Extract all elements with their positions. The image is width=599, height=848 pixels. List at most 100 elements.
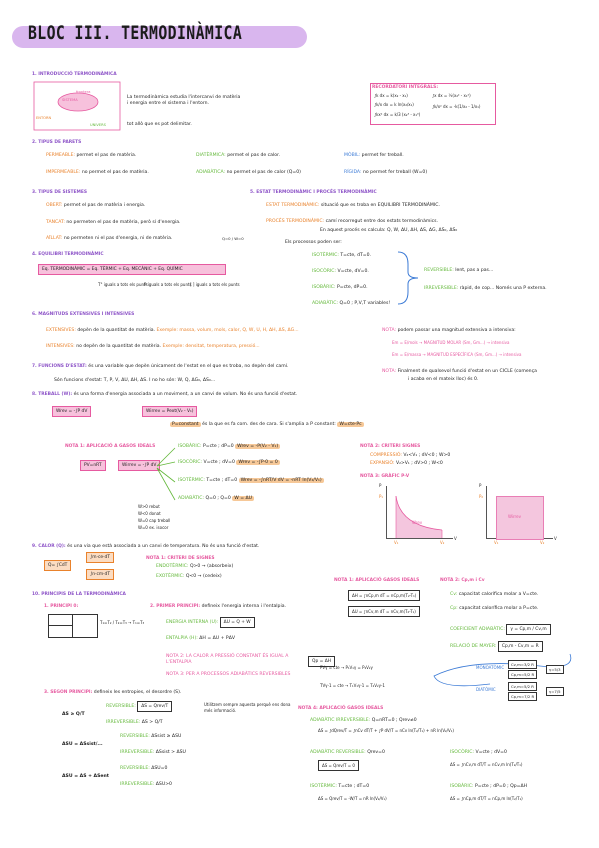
endo-text: Q>0 → (absorbeix) <box>189 564 234 569</box>
primer-text: defineix l'energia interna i l'entalpia. <box>201 604 286 609</box>
impermeable-text: no permet el pas de matèria. <box>81 170 149 175</box>
adiabatica-label: ADIABÀTICA: <box>196 170 226 175</box>
qv-box: ΔU = ∫nCv,m dT = nCv,m(T₂-T₁) <box>348 606 420 617</box>
ent-text: ΔH = ΔU + PΔV <box>199 636 235 641</box>
s10-isobar-eq: ΔS = ∫nCp,m dT/T = nCp,m ln(T₂/T₁) <box>450 796 523 801</box>
s10-isocor-eq: ΔS = ∫nCv,m dT/T = nCv,m ln(T₂/T₁) <box>450 762 523 767</box>
rigida-text: no permet fer treball (W=0) <box>363 170 428 175</box>
s6-nota-text: podem passar una magnitud extensiva a in… <box>397 328 516 333</box>
aillat-label: AÏLLAT: <box>46 236 63 241</box>
w-pconst: W=cte·Pc <box>337 422 364 427</box>
s8-isoterm-text: T=cte ; dT=0 <box>206 478 238 483</box>
s8-isobar-label: ISOBÀRIC: <box>178 444 202 449</box>
s7-nota-text-2: i acaba en el mateix lloc) és 0. <box>408 377 479 382</box>
eq-note-2: P iguals a tots els punts <box>144 282 192 287</box>
int4: ∫x dx = ½(x₂² - x₁²) <box>432 93 471 98</box>
proces-text: camí recorregut entre dos estats termodi… <box>325 219 439 224</box>
s10-isocor-label: ISOCÒRIC: <box>450 750 475 755</box>
q-def-box: Q= ∫CdT <box>44 560 72 571</box>
rigida-label: RÍGIDA: <box>344 170 362 175</box>
s8-adiab-label: ADIABÀTIC: <box>178 496 205 501</box>
proces-text-2: En aquest procés es calcula: Q, W, ΔU, Δ… <box>320 228 458 233</box>
s6-nota-label: NOTA: <box>382 328 397 333</box>
adirr-text: Q=nRT=0 ; Qrev≠0 <box>371 718 417 723</box>
obert-text: permet el pas de matèria i energia. <box>63 203 146 208</box>
s8-isocor-w: Wrev = -∫P·0 = 0 <box>236 460 280 465</box>
mobil-label: MÒBIL: <box>344 153 361 158</box>
rev3-label: REVERSIBLE: <box>120 766 150 771</box>
pv-rev-area <box>395 495 443 538</box>
sign-1: W>0 rebut <box>138 504 160 509</box>
pconst-label: P=constant <box>170 422 201 427</box>
rev2-text: ΔSsist ≥ ΔSU <box>151 734 182 739</box>
irr3-text: ΔSU>0 <box>155 782 172 787</box>
s1-heading: 1. INTRODUCCIÓ TERMODINÀMICA <box>32 72 117 77</box>
g1-p-axis: P <box>379 483 382 488</box>
s8-isoterm-label: ISOTÈRMIC: <box>178 478 205 483</box>
processos-text: Els processos poden ser: <box>285 240 342 245</box>
entropy-3: ΔSU = ΔS + ΔSent <box>62 774 109 779</box>
proces-label: PROCÉS TERMODINÀMIC: <box>266 219 325 224</box>
mono-di-loop <box>433 653 572 687</box>
di-gamma: γ=7/5 <box>546 687 564 696</box>
s8-heading: 8. TREBALL (W): <box>32 392 73 397</box>
s7-text-2: Són funcions d'estat: T, P, V, ΔU, ΔH, Δ… <box>54 378 216 383</box>
irr2-label: IRREVERSIBLE: <box>120 750 155 755</box>
principi-zero-text: T₁=T₂ / T₂=T₃ → T₁=T₃ <box>100 620 145 625</box>
g2-v-axis: V <box>554 536 557 541</box>
mobil-text: permet fer treball. <box>361 153 404 158</box>
entropy-note: Utilitzem sempre aquesta perquè ens dona… <box>204 702 291 713</box>
aillat-brace: Q=0 / W=0 <box>222 236 244 241</box>
ent-label: ENTALPIA (H): <box>166 636 198 641</box>
qp-box: ΔH = ∫nCp,m dT = nCp,m(T₂-T₁) <box>348 590 421 601</box>
irreversible-text: ràpid, de cop... Només una P externa. <box>459 286 547 291</box>
s10-heading: 10. PRINCIPIS DE LA TERMODINÀMICA <box>32 592 126 597</box>
expansio-text: V₂>V₁ ; dV>0 ; W<0 <box>395 461 443 466</box>
lbl-frontera: frontera <box>76 90 91 94</box>
primer-principi: 2. PRIMER PRINCIPI: <box>150 604 201 609</box>
g1-v-axis: V <box>454 536 457 541</box>
s10-isocor-text: V=cte ; dV=0 <box>475 750 507 755</box>
impermeable-label: IMPERMEABLE: <box>46 170 81 175</box>
s7-text: és una variable que depèn únicament de l… <box>88 364 289 369</box>
g2-p-axis: P <box>479 483 482 488</box>
int2: ∫k/x dx = k ln(x₂/x₁) <box>374 102 414 107</box>
title-highlight <box>12 26 307 48</box>
g1-p1: P₁ <box>379 494 384 499</box>
cp-text: capacitat calorífica molar a P=cte. <box>459 606 539 611</box>
s9-nota: NOTA 1: CRITERI DE SIGNES <box>146 556 215 561</box>
s10-isoterm-eq: ΔS = Qrev/T = -W/T = nR ln(V₂/V₁) <box>318 796 387 801</box>
process-brace <box>397 251 419 305</box>
g2-p2: P₂ <box>479 494 484 499</box>
int5: ∫k/x² dx = -k(1/x₂ - 1/x₁) <box>432 104 481 109</box>
irr3-label: IRREVERSIBLE: <box>120 782 155 787</box>
ext-text: depèn de la quantitat de matèria. <box>77 328 156 333</box>
s10-isoterm-label: ISOTÈRMIC: <box>310 784 337 789</box>
s1-line1: La termodinàmica estudia l'intercanvi de… <box>127 95 241 100</box>
aillat-text: no permeten ni el pas d'energia, ni de m… <box>63 236 173 241</box>
permeable-label: PERMEABLE: <box>46 153 76 158</box>
isobar-label: ISOBÀRIC: <box>312 285 336 290</box>
principi-zero-box <box>48 614 98 638</box>
gamma-label: COEFICIENT ADIABÀTIC: <box>450 627 505 632</box>
mayer-label: RELACIÓ DE MAYER: <box>450 644 497 649</box>
eint-label: ENERGIA INTERNA (U): <box>166 620 219 625</box>
cp-label: Cp: <box>450 606 458 611</box>
int-examples: Exemple: densitat, temperatura, pressió.… <box>162 344 260 349</box>
irr1-text: ΔS > Q/T <box>141 720 163 725</box>
s6-heading: 6. MAGNITUDS EXTENSIVES I INTENSIVES <box>32 312 135 317</box>
compressio-label: COMPRESSIÓ: <box>370 453 402 458</box>
di-label: DIATÒMIC <box>476 687 496 692</box>
g2-v2: V₂ <box>540 540 545 545</box>
estat-label: ESTAT TERMODINÀMIC: <box>266 203 320 208</box>
sign-4: W=0 ex. isocor <box>138 525 169 530</box>
diatermica-text: permet el pas de calor. <box>227 153 281 158</box>
s1-line3: tot allò que es pot delimitar. <box>127 122 192 127</box>
pv-nrt-box: PV=nRT <box>80 460 106 471</box>
pconst-text: és la que es fa com. des de cara. Si s'a… <box>202 422 336 427</box>
eint-box: ΔU = Q + W <box>219 617 255 628</box>
w-def-box: Wrev = -∫P dV <box>52 406 92 417</box>
adiabatica-text: no permet el pas de calor (Q=0) <box>226 170 301 175</box>
s1-line2: i energia entre el sistema i l'entorn. <box>127 101 209 106</box>
adrev-text: Qrev=0 <box>367 750 385 755</box>
